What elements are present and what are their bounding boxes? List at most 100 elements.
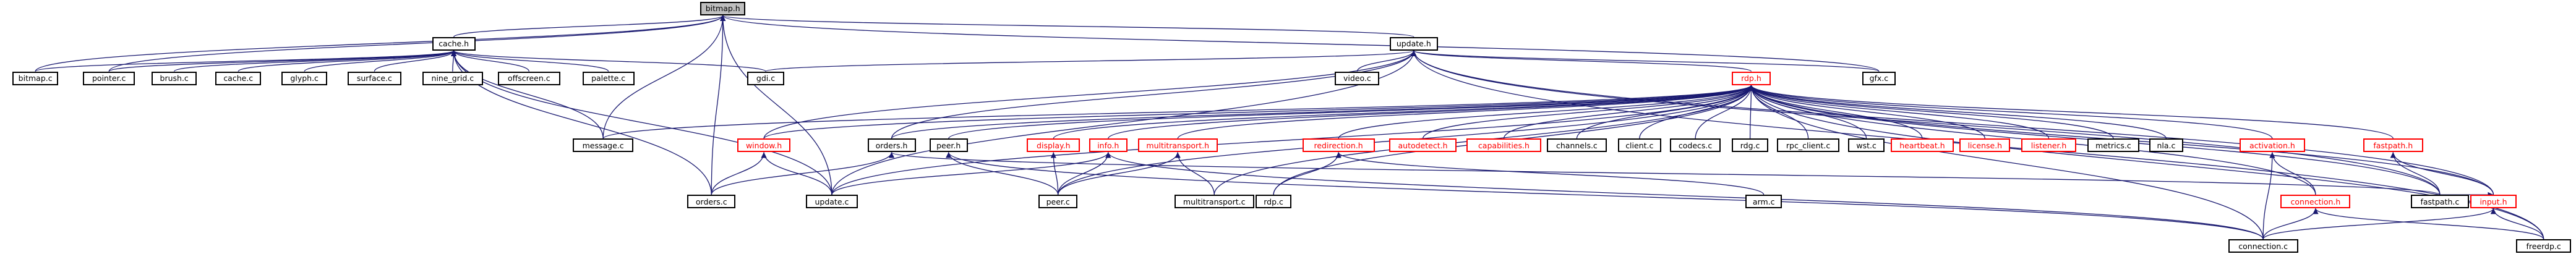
node-surface-c[interactable]: surface.c	[347, 71, 402, 85]
dependency-edge	[1411, 50, 2494, 195]
node-wst-c[interactable]: wst.c	[1848, 138, 1885, 153]
dependency-edge	[1411, 50, 1752, 72]
node-rdg-c[interactable]: rdg.c	[1732, 138, 1768, 153]
node-peer-c[interactable]: peer.c	[1038, 195, 1077, 209]
node-update-h[interactable]: update.h	[1389, 36, 1438, 51]
node-label: autodetect.h	[1398, 140, 1448, 150]
node-label: peer.c	[1046, 197, 1070, 206]
node-label: message.c	[582, 140, 624, 150]
node-offscreen-c[interactable]: offscreen.c	[497, 71, 561, 85]
node-redirection-h[interactable]: redirection.h	[1302, 138, 1375, 153]
node-codecs-c[interactable]: codecs.c	[1670, 138, 1721, 153]
dependency-edge	[891, 50, 1417, 139]
node-fastpath-c[interactable]: fastpath.c	[2411, 195, 2469, 209]
node-update-c[interactable]: update.c	[805, 195, 858, 209]
node-label: pointer.c	[92, 74, 126, 83]
node-rdp-c[interactable]: rdp.c	[1255, 195, 1292, 209]
dependency-edge	[761, 152, 832, 195]
node-window-h[interactable]: window.h	[737, 138, 790, 153]
dependency-edge	[1411, 50, 1880, 72]
node-capabilities-h[interactable]: capabilities.h	[1466, 138, 1541, 153]
node-connection-h[interactable]: connection.h	[2280, 195, 2351, 209]
dependency-edge	[1105, 152, 2264, 240]
node-gfx-c[interactable]: gfx.c	[1862, 71, 1896, 85]
node-heartbeat-h[interactable]: heartbeat.h	[1891, 138, 1954, 153]
node-client-c[interactable]: client.c	[1617, 138, 1661, 153]
node-label: arm.c	[1752, 197, 1775, 206]
node-multitransport-c[interactable]: multitransport.c	[1174, 195, 1254, 209]
node-label: activation.h	[2249, 140, 2295, 150]
dependency-edge	[304, 50, 457, 72]
node-palette-c[interactable]: palette.c	[582, 71, 635, 85]
dependency-edge	[946, 152, 1059, 195]
node-freerdp-c[interactable]: freerdp.c	[2515, 239, 2572, 253]
node-fastpath-h[interactable]: fastpath.h	[2363, 138, 2424, 153]
node-label: surface.c	[356, 74, 392, 83]
node-metrics-c[interactable]: metrics.c	[2087, 138, 2140, 153]
dependency-edge	[1422, 85, 1754, 139]
dependency-edge	[889, 151, 2441, 195]
dependency-edge	[1053, 85, 1754, 139]
node-label: cache.c	[223, 74, 254, 83]
dependency-edge	[2262, 152, 2275, 240]
node-rpc-client-c[interactable]: rpc_client.c	[1776, 138, 1840, 153]
dependency-edge	[1050, 152, 1059, 195]
dependency-edge	[1273, 152, 1341, 195]
node-label: bitmap.h	[705, 4, 740, 14]
node-message-c[interactable]: message.c	[573, 138, 633, 153]
node-multitransport-h[interactable]: multitransport.h	[1137, 138, 1218, 153]
node-pointer-c[interactable]: pointer.c	[83, 71, 135, 85]
dependency-edge	[451, 50, 609, 72]
node-orders-c[interactable]: orders.c	[687, 195, 736, 209]
node-label: metrics.c	[2095, 140, 2131, 150]
node-glyph-c[interactable]: glyph.c	[281, 71, 328, 85]
node-cache-c[interactable]: cache.c	[215, 71, 262, 85]
dependency-edge	[946, 152, 2264, 240]
dependency-edge	[831, 152, 1111, 195]
node-cache-h[interactable]: cache.h	[432, 36, 476, 51]
dependency-edge	[1748, 85, 1754, 139]
node-info-h[interactable]: info.h	[1089, 138, 1128, 153]
node-license-h[interactable]: license.h	[1959, 138, 2011, 153]
dependency-edge	[1177, 85, 1754, 139]
dependency-edge	[765, 50, 1416, 72]
dependency-edge	[1356, 50, 1417, 72]
node-label: window.h	[745, 140, 782, 150]
node-brush-c[interactable]: brush.c	[152, 71, 197, 85]
node-label: client.c	[1625, 140, 1654, 150]
node-video-c[interactable]: video.c	[1335, 71, 1380, 85]
node-label: codecs.c	[1678, 140, 1713, 150]
node-arm-c[interactable]: arm.c	[1745, 195, 1782, 209]
dependency-edge	[374, 50, 457, 72]
dependency-edge	[1748, 85, 1985, 139]
node-label: multitransport.h	[1146, 140, 1209, 150]
node-connection-c[interactable]: connection.c	[2228, 239, 2298, 253]
node-label: display.h	[1037, 140, 1071, 150]
node-label: rdp.h	[1741, 74, 1761, 83]
dependency-edge	[1058, 152, 1111, 195]
node-gdi-c[interactable]: gdi.c	[747, 71, 785, 85]
node-input-h[interactable]: input.h	[2470, 195, 2517, 209]
node-orders-h[interactable]: orders.h	[867, 138, 916, 153]
node-activation-h[interactable]: activation.h	[2240, 138, 2305, 153]
dependency-edge	[237, 50, 457, 72]
dependency-edge	[451, 50, 529, 72]
dependency-edge	[1748, 85, 2167, 139]
node-listener-h[interactable]: listener.h	[2021, 138, 2077, 153]
node-label: gfx.c	[1869, 74, 1889, 83]
node-display-h[interactable]: display.h	[1027, 138, 1080, 153]
node-label: orders.h	[875, 140, 908, 150]
node-autodetect-h[interactable]: autodetect.h	[1389, 138, 1457, 153]
node-nine-grid-c[interactable]: nine_grid.c	[422, 71, 483, 85]
dependency-edge	[720, 15, 1414, 38]
node-label: info.h	[1097, 140, 1119, 150]
dependency-edge	[1748, 85, 2050, 139]
node-bitmap-h[interactable]: bitmap.h	[700, 1, 746, 15]
node-peer-h[interactable]: peer.h	[929, 138, 968, 153]
node-rdp-h[interactable]: rdp.h	[1732, 71, 1771, 85]
node-nla-c[interactable]: nla.c	[2149, 138, 2183, 153]
node-bitmap-c[interactable]: bitmap.c	[12, 71, 59, 85]
dependency-edge	[711, 15, 726, 195]
node-channels-c[interactable]: channels.c	[1546, 138, 1607, 153]
